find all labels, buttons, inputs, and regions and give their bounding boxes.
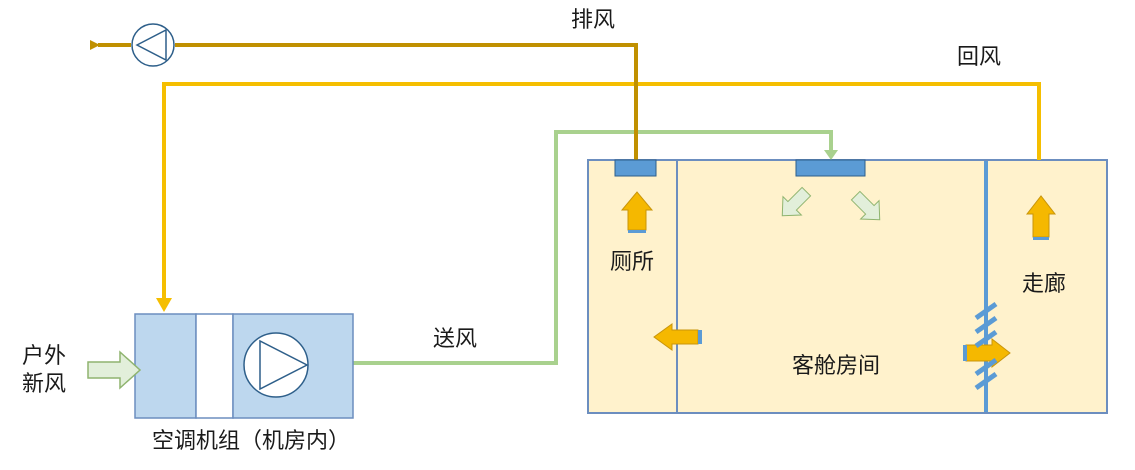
cabin-supply-vent [795,159,866,177]
return-duct-arrowhead [156,298,172,312]
supply-air-label: 送风 [433,327,478,352]
supply-air-duct [310,130,833,365]
toilet-label: 厕所 [610,250,655,275]
supply-duct-arrowhead [824,150,838,160]
corridor-return-arrow [1025,195,1057,240]
fresh-air-label-line1: 户外 [22,344,67,369]
exhaust-air-duct [175,43,638,165]
ahu-label: 空调机组（机房内） [152,429,351,454]
return-air-duct [162,82,1041,300]
return-air-label: 回风 [957,45,1002,70]
fresh-air-inlet-arrow [87,350,142,390]
corridor-door-louver [974,301,998,391]
exhaust-fan-icon [131,23,175,67]
diffuser-arrow-left [781,186,812,217]
corridor-label: 走廊 [1022,272,1067,297]
toilet-exhaust-vent [614,159,657,177]
supply-fan-icon [243,332,309,398]
toilet-exhaust-arrow [620,191,654,233]
cabin-to-toilet-arrow [653,323,702,351]
cabin-label: 客舱房间 [792,354,881,379]
room-block [587,159,1108,414]
fresh-air-label-line2: 新风 [22,372,67,397]
diffuser-arrow-right [850,190,881,221]
exhaust-label: 排风 [571,8,616,33]
